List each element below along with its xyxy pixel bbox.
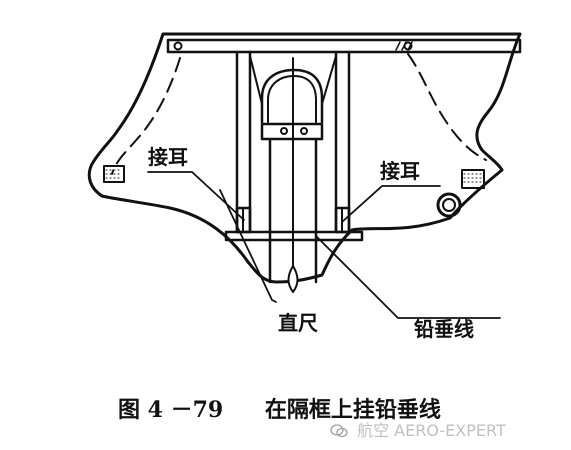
figure-caption: 图 4 －79 在隔框上挂铅垂线: [118, 392, 441, 424]
chat-bubble-icon: [330, 424, 348, 438]
leader-lug-left: [147, 171, 245, 221]
label-lug-right: 接耳: [380, 159, 420, 183]
label-plumb-line: 铅垂线: [414, 317, 474, 341]
flange-hole-left: [173, 41, 183, 51]
frame-inner-dashed-line: [111, 57, 181, 175]
post-diagonals: [249, 55, 337, 105]
crossbar-hole-left: [280, 127, 288, 135]
figure-title: 在隔框上挂铅垂线: [264, 397, 441, 423]
flange-hatch-right: [395, 41, 413, 51]
right-hatched-block: [461, 169, 485, 189]
bottom-bracket: [224, 230, 364, 242]
figure-number: 图 4 －79: [118, 397, 224, 423]
frame-outer-contour: [87, 32, 522, 284]
left-hatched-block: [103, 165, 125, 183]
leader-lug-right: [341, 185, 441, 223]
plumb-bob: [287, 265, 299, 293]
watermark-text: 航空 AERO-EXPERT: [357, 421, 506, 440]
right-hole-inner: [442, 198, 456, 212]
watermark: 航空 AERO-EXPERT: [330, 417, 506, 441]
crossbar-hole-right: [300, 127, 308, 135]
right-post: [334, 50, 351, 234]
label-lug-left: 接耳: [148, 145, 188, 169]
leader-ruler: [219, 189, 277, 303]
left-hatched-block-fill: [105, 169, 123, 179]
ruler: [268, 138, 318, 284]
frame-inner-dashed-line-right: [407, 53, 487, 161]
left-post: [235, 50, 252, 234]
right-hatched-block-fill: [463, 173, 483, 183]
label-ruler: 直尺: [278, 311, 318, 335]
leader-plumb-line: [315, 235, 501, 319]
top-flange: [166, 38, 522, 54]
right-hole-outer: [436, 192, 462, 218]
